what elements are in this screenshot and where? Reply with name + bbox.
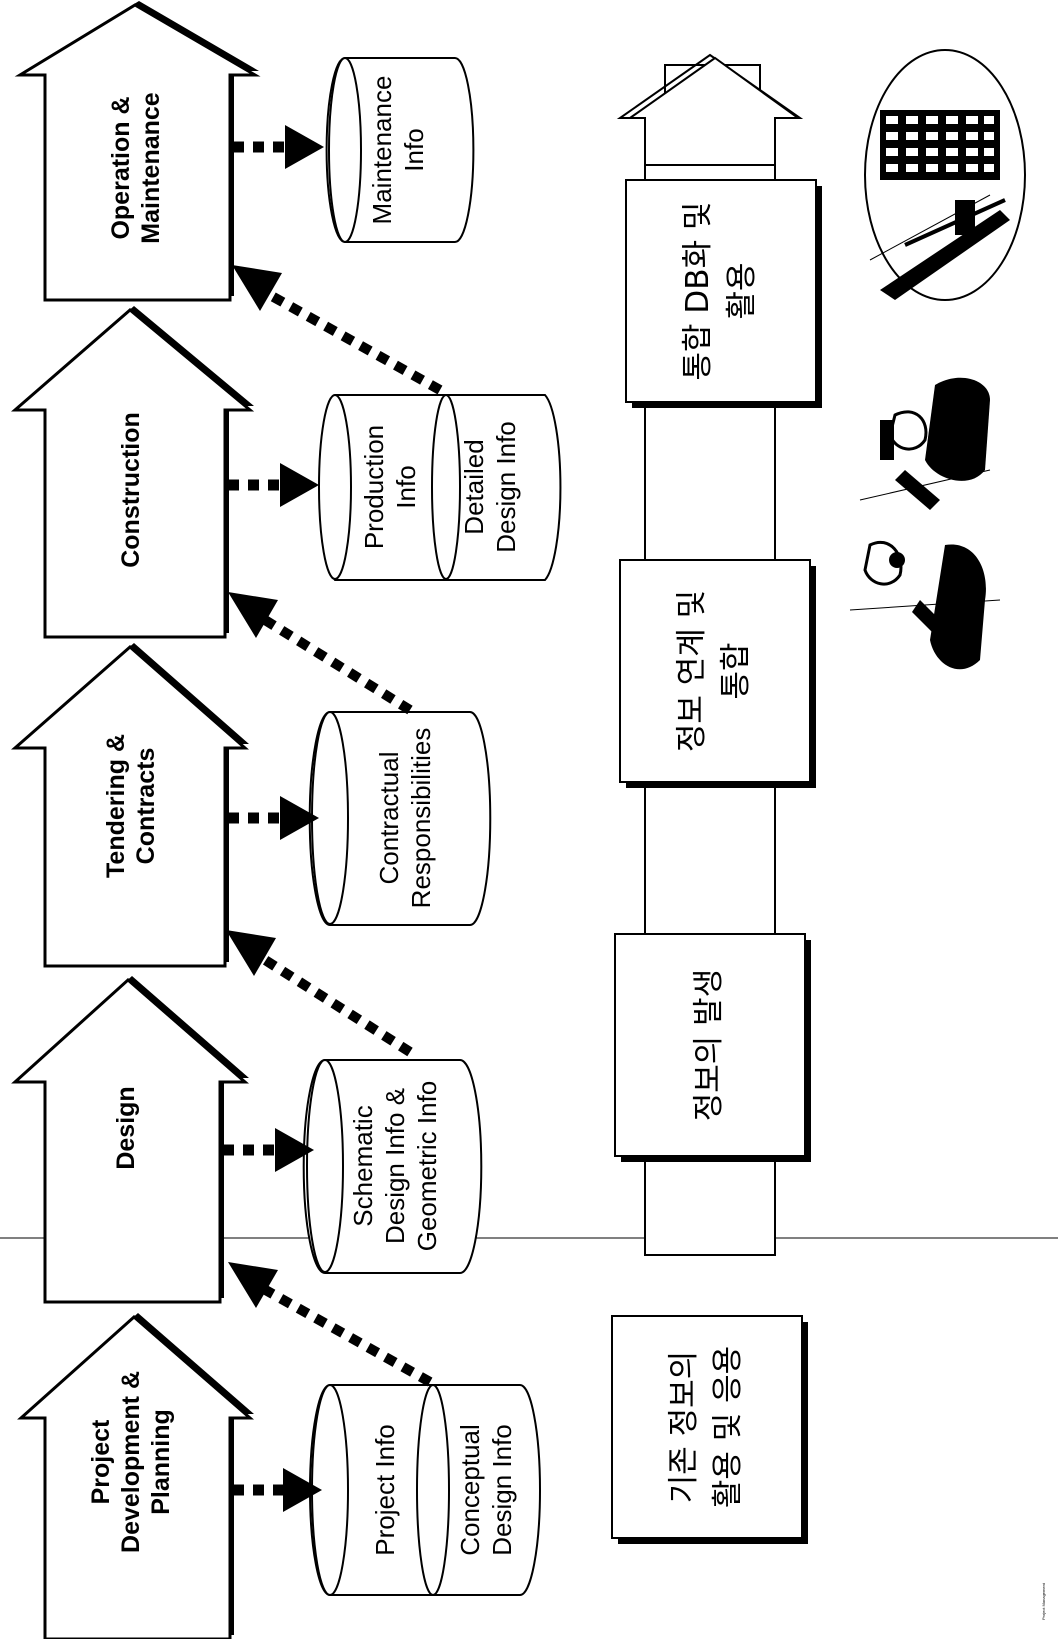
database-label-conceptual-design-info: ConceptualDesign Info [455, 1424, 517, 1556]
database-label-project-info: Project Info [370, 1424, 400, 1556]
database-label-conceptual-design-info-line: Design Info [487, 1424, 517, 1556]
phase-label-phase-2: 정보의 발생 [691, 969, 727, 1121]
dotted-arrows-diagonal [259, 290, 443, 1387]
stage-label-project-line: Planning [147, 1409, 175, 1515]
database-label-schematic-design-info-line: Design Info & [380, 1088, 410, 1244]
database-label-production-info-line: Info [391, 465, 421, 508]
stage-label-tendering: Tendering &Contracts [102, 734, 160, 878]
database-label-schematic-design-info-line: Geometric Info [412, 1081, 442, 1252]
dotted-arrows-out [223, 141, 285, 1496]
stage-label-design-line: Design [112, 1086, 140, 1169]
database-label-contractual-responsibilities-line: Responsibilities [406, 728, 436, 909]
phase-label-phase-4-line: 통합 DB화 및 [680, 202, 716, 381]
arrowheads-out [275, 125, 324, 1512]
database-label-contractual-responsibilities-line: Contractual [374, 752, 404, 885]
phase-label-phase-4-line: 활용 [724, 262, 760, 319]
database-label-schematic-design-info: SchematicDesign Info &Geometric Info [348, 1081, 442, 1252]
database-label-contractual-responsibilities: ContractualResponsibilities [374, 728, 436, 909]
stage-arrow-design [11, 976, 250, 1304]
stage-arrow-project [17, 1313, 255, 1639]
database-label-detailed-design-info-line: Design Info [491, 421, 521, 553]
phase-boxes [611, 179, 822, 1544]
database-label-maintenance-info-line: Maintenance [367, 76, 397, 225]
stage-label-design: Design [112, 1086, 140, 1169]
stage-label-operation-line: Operation & [107, 96, 135, 239]
database-label-detailed-design-info: DetailedDesign Info [459, 421, 521, 553]
database-label-maintenance-info-line: Info [399, 128, 429, 171]
phase-label-phase-3-line: 정보 연계 및 [674, 590, 710, 752]
phase-label-phase-1-line: 활용 및 응용 [710, 1346, 746, 1508]
stage-label-tendering-line: Contracts [132, 748, 160, 865]
database-schematic [302, 1059, 483, 1274]
stage-label-operation-line: Maintenance [137, 92, 165, 244]
stage-arrow-tendering [11, 643, 249, 968]
stage-arrow-operation [14, 1, 261, 302]
phase-label-phase-3-line: 통합 [718, 642, 754, 699]
stage-label-construction: Construction [117, 412, 145, 568]
database-production-detailed [318, 394, 562, 581]
database-label-production-info: ProductionInfo [359, 425, 421, 549]
database-label-schematic-design-info-line: Schematic [348, 1105, 378, 1226]
database-label-detailed-design-info-line: Detailed [459, 439, 489, 534]
arrowheads-diagonal [226, 265, 282, 1308]
database-label-conceptual-design-info-line: Conceptual [455, 1424, 485, 1556]
database-maintenance [325, 57, 475, 243]
stage-label-construction-line: Construction [117, 412, 145, 568]
stage-arrow-construction [10, 306, 255, 639]
database-label-maintenance-info: MaintenanceInfo [367, 76, 429, 225]
workers-illustration [849, 377, 1001, 670]
stage-label-project-line: Project [87, 1419, 115, 1504]
stage-label-project: ProjectDevelopment &Planning [87, 1371, 175, 1553]
phase-label-phase-1-line: 기존 정보의 [666, 1351, 702, 1503]
database-label-production-info-line: Production [359, 425, 389, 549]
database-label-project-info-line: Project Info [370, 1424, 400, 1556]
stage-label-tendering-line: Tendering & [102, 734, 130, 878]
database-project-conceptual [309, 1384, 541, 1596]
phase-label-phase-2-line: 정보의 발생 [691, 969, 727, 1121]
stage-label-operation: Operation &Maintenance [107, 92, 165, 244]
footer-note: Project Management [1041, 1582, 1046, 1620]
building-maintenance-illustration [864, 49, 1026, 301]
database-contractual [308, 711, 492, 926]
stage-label-project-line: Development & [117, 1371, 145, 1553]
